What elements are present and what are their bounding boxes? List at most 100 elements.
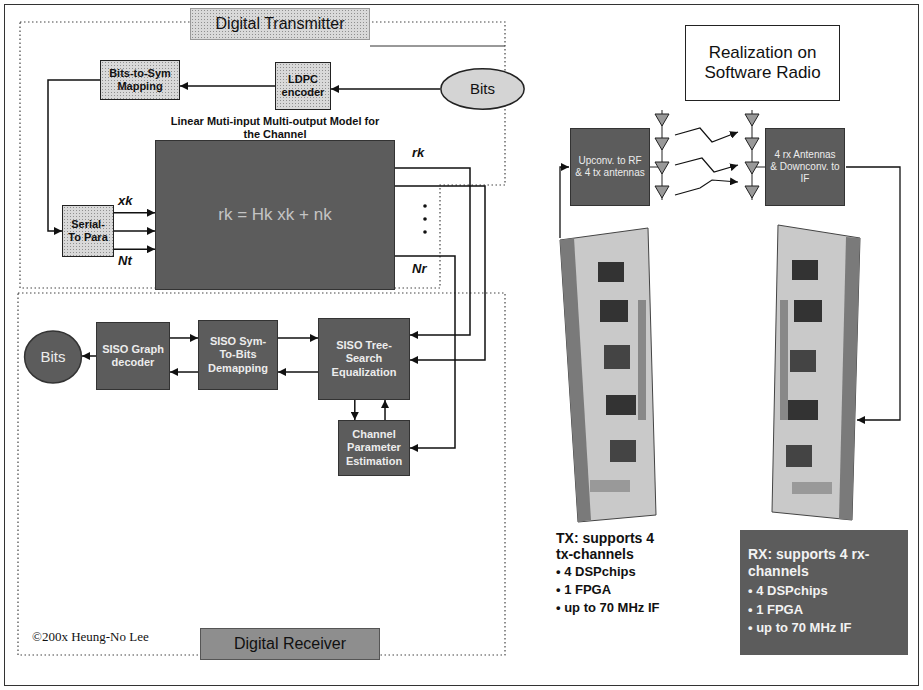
connector: [395, 168, 470, 335]
radio-link: [675, 158, 738, 172]
signal-name: Nr: [412, 262, 426, 277]
connector: [114, 230, 155, 232]
output-dots: [423, 217, 427, 221]
connector: [278, 337, 318, 339]
box-text: Upconv. to RF & 4 tx antennas: [575, 155, 645, 179]
rx-board: [792, 260, 818, 280]
board-wire: [846, 167, 900, 420]
tx-board: [560, 228, 656, 522]
radio-link: [675, 128, 738, 142]
rx-antenna-array: [745, 138, 759, 150]
signal-name: rk: [412, 146, 424, 161]
box-text: • 1 FPGA: [748, 602, 803, 618]
converter-box: Serial-To Para: [62, 205, 114, 257]
radio-link: [675, 128, 738, 195]
connector: [354, 400, 356, 420]
signal-name: xk: [118, 194, 132, 209]
box-text: SISO Sym-To-Bits Demapping: [203, 335, 273, 375]
radio-link: [675, 180, 738, 195]
rf-box: 4 rx Antennas & Downconv. to IF: [765, 128, 845, 206]
tx-antenna-array: [655, 186, 669, 198]
signal-name: Nt: [118, 254, 132, 269]
rx-board: [780, 300, 788, 420]
tx-board: [598, 262, 624, 282]
box-text: Channel Parameter Estimation: [343, 428, 405, 468]
box-text: SISO Tree-Search Equalization: [323, 339, 405, 379]
connector: [114, 248, 155, 250]
tx-antenna-array: [655, 114, 669, 126]
tx-board: [560, 228, 656, 522]
box-text: 4 rx Antennas & Downconv. to IF: [770, 149, 840, 185]
channel-box: Linear Muti-input Multi-output Model for…: [155, 140, 395, 290]
box-text: • up to 70 MHz IF: [748, 620, 852, 636]
tx-board: [638, 300, 646, 420]
box-text: Bits: [40, 348, 65, 366]
box-text: RX: supports 4 rx-channels: [748, 546, 900, 580]
copyright-note: ©200x Heung-No Lee: [32, 630, 149, 645]
tx-board: [606, 395, 636, 415]
region-title: Digital Transmitter: [190, 8, 370, 40]
rx-antenna-array: [745, 186, 759, 198]
spec-list: TX: supports 4 tx-channels • 4 DSPchips • …: [556, 530, 706, 619]
ellipse-shape: [25, 331, 82, 383]
receiver-region: [18, 293, 505, 655]
board-wire: [560, 167, 569, 238]
output-dots: [423, 204, 427, 208]
spec-box: RX: supports 4 rx-channels • 4 DSPchips • …: [740, 530, 908, 655]
tx-antenna-array: [650, 110, 669, 200]
box-text: Digital Transmitter: [216, 14, 345, 33]
box-text: Digital Receiver: [234, 634, 346, 653]
box-text: Bits: [470, 80, 495, 98]
equalizer-box: SISO Tree-Search Equalization: [318, 318, 410, 400]
box-text: Realization on Software Radio: [690, 43, 835, 84]
connector: [170, 337, 198, 339]
title-rule: [370, 46, 505, 47]
tx-antenna-array: [655, 162, 669, 174]
rx-board: [792, 482, 832, 494]
box-text: Bits-to-Sym Mapping: [105, 67, 175, 93]
box-text: SISO Graph decoder: [101, 343, 165, 369]
spec-item: • 4 DSPchips: [556, 565, 636, 580]
tx-board: [600, 300, 628, 322]
rx-board: [772, 225, 860, 520]
rx-board: [786, 445, 812, 467]
box-text: Serial-To Para: [67, 218, 109, 244]
mapper-box: Bits-to-Sym Mapping: [100, 60, 180, 100]
rf-box: Upconv. to RF & 4 tx antennas: [570, 128, 650, 206]
box-text: • 4 DSPchips: [748, 583, 828, 599]
connector: [331, 88, 440, 90]
box-heading: Linear Muti-input Multi-output Model for…: [170, 115, 380, 141]
rx-board: [794, 300, 822, 322]
estimator-box: Channel Parameter Estimation: [338, 420, 410, 476]
ellipse-shape: [441, 69, 524, 109]
connector: [180, 85, 275, 87]
sink-ellipse: Bits: [24, 330, 82, 384]
tx-antenna-array: [655, 138, 669, 150]
box-text: rk = Hk xk + nk: [218, 205, 331, 225]
rx-antenna-array: [745, 110, 765, 200]
rx-board: [772, 225, 860, 520]
demapper-box: SISO Sym-To-Bits Demapping: [198, 320, 278, 390]
connector: [384, 400, 386, 420]
tx-board: [590, 480, 630, 492]
rx-antenna-array: [745, 114, 759, 126]
rx-board: [839, 237, 860, 520]
encoder-box: LDPC encoder: [275, 62, 331, 110]
spec-item: • up to 70 MHz IF: [556, 601, 660, 616]
rx-board: [790, 350, 816, 372]
region-title: Digital Receiver: [200, 628, 380, 660]
rx-board: [788, 400, 818, 420]
slide-frame: [5, 5, 919, 686]
box-text: LDPC encoder: [280, 73, 326, 99]
connector: [278, 371, 318, 373]
rx-antenna-array: [745, 162, 759, 174]
output-dots: [423, 204, 427, 234]
spec-heading: TX: supports 4 tx-channels: [556, 530, 666, 562]
tx-board: [604, 345, 630, 369]
connector: [82, 355, 96, 357]
heading-box: Realization on Software Radio: [685, 25, 840, 101]
source-ellipse: Bits: [440, 68, 525, 110]
connector: [114, 212, 155, 214]
connector: [170, 371, 198, 373]
output-dots: [423, 230, 427, 234]
